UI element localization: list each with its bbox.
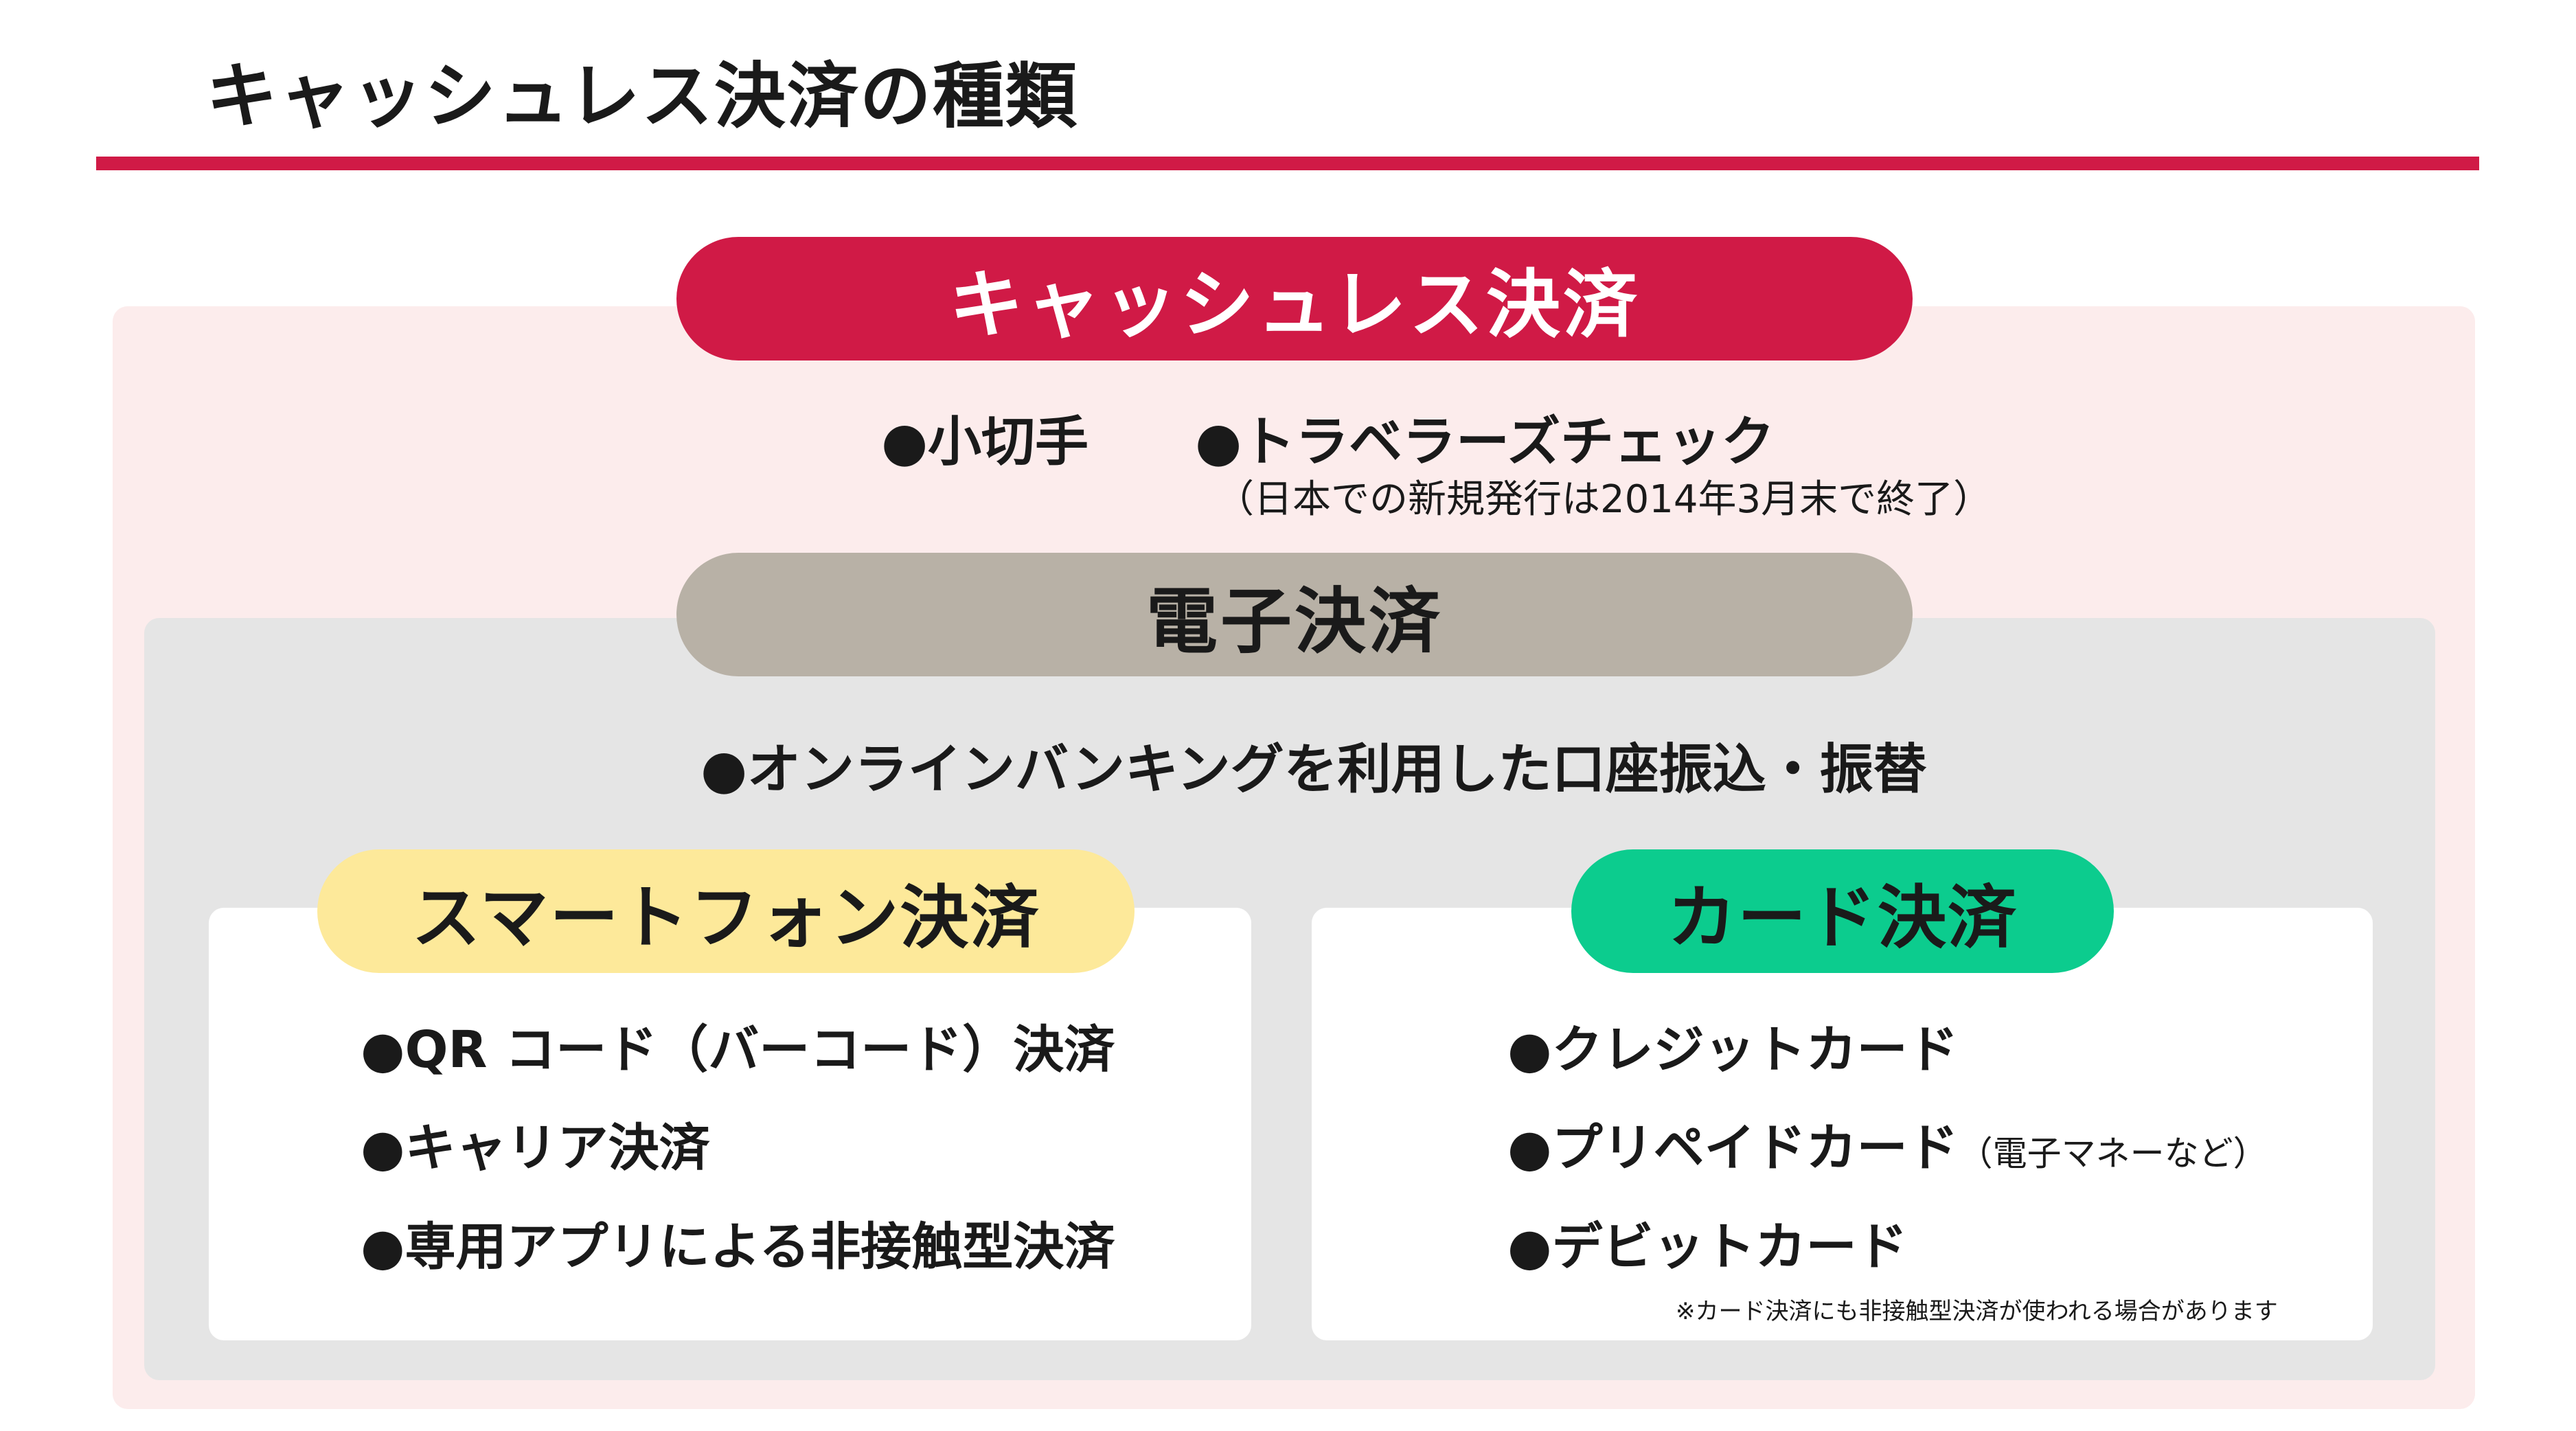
smartphone-card xyxy=(209,908,1251,1340)
page-title: キャッシュレス決済の種類 xyxy=(206,54,1078,138)
item-travelers-cheque: ●トラベラーズチェック xyxy=(1195,411,1775,473)
smartphone-header: スマートフォン決済 xyxy=(317,849,1135,973)
card-payment-header: カード決済 xyxy=(1571,849,2114,973)
item-qr-code: ●QR コード（バーコード）決済 xyxy=(361,1020,1115,1079)
item-carrier-billing: ●キャリア決済 xyxy=(361,1119,710,1178)
item-credit-card: ●クレジットカード xyxy=(1507,1020,1959,1079)
item-prepaid-card: ●プリペイドカード（電子マネーなど） xyxy=(1507,1118,2268,1179)
item-contactless-app: ●専用アプリによる非接触型決済 xyxy=(361,1217,1115,1277)
item-online-banking: ●オンラインバンキングを利用した口座振込・振替 xyxy=(700,739,1927,801)
card-payment-card xyxy=(1312,908,2373,1340)
title-rule xyxy=(96,157,2479,170)
card-footnote: ※カード決済にも非接触型決済が使われる場合があります xyxy=(1676,1298,2278,1325)
item-debit-card: ●デビットカード xyxy=(1507,1217,1908,1277)
prepaid-card-note: （電子マネーなど） xyxy=(1958,1134,2268,1174)
travelers-cheque-note: （日本での新規発行は2014年3月末で終了） xyxy=(1216,477,1992,522)
electronic-header: 電子決済 xyxy=(676,553,1913,676)
item-cheque: ●小切手 xyxy=(881,411,1089,473)
prepaid-card-label: ●プリペイドカード xyxy=(1507,1119,1959,1178)
cashless-header: キャッシュレス決済 xyxy=(676,237,1913,360)
